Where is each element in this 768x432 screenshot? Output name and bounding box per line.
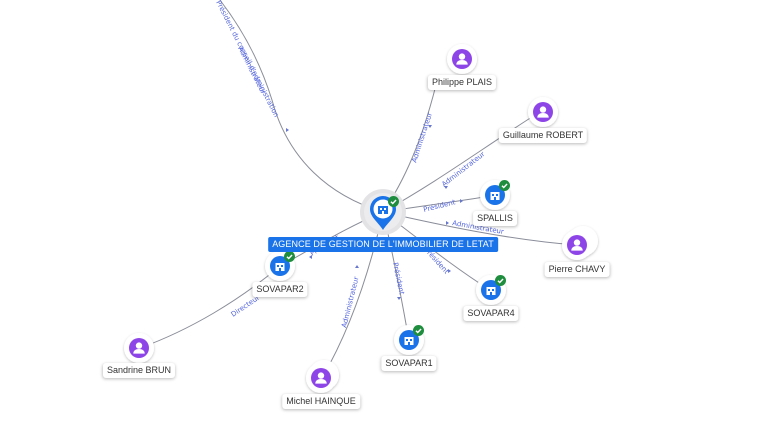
- person-icon: [533, 102, 553, 122]
- person-icon: [311, 368, 331, 388]
- company-label-spallis[interactable]: SPALLIS: [473, 211, 517, 226]
- relation-spallis: Président: [423, 198, 457, 214]
- person-label-guillaume[interactable]: Guillaume ROBERT: [498, 128, 588, 143]
- arrow-head: [444, 186, 448, 189]
- company-label-sovapar1[interactable]: SOVAPAR1: [381, 356, 437, 371]
- person-node-pierre[interactable]: [562, 226, 598, 260]
- arrow-head: [428, 125, 432, 128]
- check-badge-icon: [495, 275, 506, 286]
- check-badge-icon: [388, 196, 399, 207]
- check-badge-icon: [413, 325, 424, 336]
- person-label-philippe[interactable]: Philippe PLAIS: [427, 75, 497, 90]
- person-icon: [452, 49, 472, 69]
- company-node-sovapar1[interactable]: [394, 325, 424, 355]
- edge-top-offscreen: [219, 0, 384, 213]
- company-node-sovapar4[interactable]: [476, 275, 506, 305]
- person-label-michel[interactable]: Michel HAINQUE: [282, 394, 360, 409]
- person-label-pierre[interactable]: Pierre CHAVY: [544, 262, 610, 277]
- building-icon: [378, 206, 388, 214]
- person-node-michel[interactable]: [306, 360, 339, 393]
- center-node[interactable]: [360, 189, 406, 235]
- person-label-sandrine[interactable]: Sandrine BRUN: [102, 363, 176, 378]
- edges: [139, 0, 577, 379]
- check-badge-icon: [499, 180, 510, 191]
- arrow-head: [397, 297, 401, 300]
- arrow-head: [309, 255, 312, 259]
- person-node-guillaume[interactable]: [528, 97, 558, 127]
- person-icon: [129, 338, 149, 358]
- edge-arrows: [286, 125, 463, 300]
- arrow-head: [355, 265, 359, 268]
- person-node-sandrine[interactable]: [124, 333, 154, 363]
- relation-sandrine: Directeur: [230, 294, 262, 319]
- center-node-label[interactable]: AGENCE DE GESTION DE L'IMMOBILIER DE LET…: [268, 237, 498, 252]
- company-label-sovapar4[interactable]: SOVAPAR4: [463, 306, 519, 321]
- arrow-head: [448, 269, 451, 273]
- arrow-head: [446, 221, 449, 225]
- company-node-spallis[interactable]: [480, 180, 510, 210]
- relation-sovapar1: Président: [391, 262, 406, 296]
- person-icon: [567, 235, 587, 255]
- relation-philippe: Administrateur: [410, 111, 434, 163]
- relation-top-offscreen-2: Administrateur: [236, 45, 267, 95]
- arrow-head: [460, 199, 463, 203]
- company-node-sovapar2[interactable]: [265, 251, 295, 281]
- company-label-sovapar2[interactable]: SOVAPAR2: [252, 282, 308, 297]
- check-badge-icon: [284, 251, 295, 262]
- person-node-philippe[interactable]: [447, 44, 477, 74]
- relation-guillaume: Administrateur: [440, 150, 486, 189]
- arrow-head: [286, 128, 289, 132]
- edge-sandrine: [139, 265, 281, 349]
